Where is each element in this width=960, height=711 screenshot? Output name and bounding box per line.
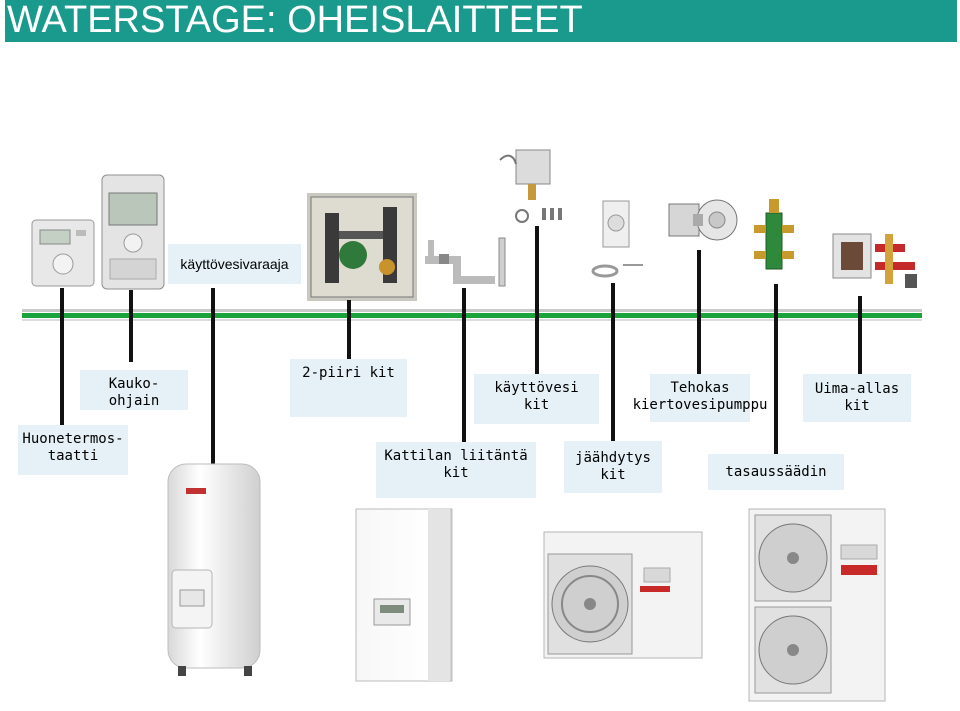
room-thermostat-icon	[31, 219, 95, 287]
hot-water-valve-kit-icon	[499, 149, 562, 223]
remote-controller-icon	[101, 174, 165, 290]
bus-line	[22, 313, 922, 318]
label-2-piiri-kit: 2-piiri kit	[290, 359, 407, 417]
label-uima-allas-kit: Uima-allas kit	[803, 374, 911, 422]
bus-line-shadow	[22, 309, 922, 312]
water-heater-tank-icon	[167, 463, 261, 676]
connector-tasaussaadin	[774, 284, 778, 456]
connector-kayttovesi-kit	[535, 226, 539, 374]
outdoor-unit-icon	[543, 531, 703, 659]
outdoor-unit-icon	[748, 508, 886, 702]
label-tehokas-kiertovesipumppu: Tehokas kiertovesipumppu	[633, 374, 767, 422]
connector-uima-allas	[858, 296, 862, 374]
boiler-connection-kit-icon	[425, 237, 506, 287]
label-kayttovesi-kit: käyttövesi kit	[474, 374, 599, 424]
connector-huonetermostaatti	[60, 288, 64, 430]
title-bar: WATERSTAGE: OHEISLAITTEET	[5, 0, 957, 42]
label-huonetermostaatti: Huonetermos- taatti	[18, 425, 128, 475]
two-circuit-kit-icon	[307, 193, 417, 301]
cooling-kit-icon	[591, 200, 643, 278]
page-title: WATERSTAGE: OHEISLAITTEET	[7, 0, 583, 41]
pool-kit-icon	[832, 233, 917, 288]
label-kauko-ohjain: Kauko-ohjain	[80, 370, 188, 410]
connector-tehokas	[697, 250, 701, 374]
bus-line-shadow-lower	[22, 319, 922, 321]
connector-jaahdytys	[611, 283, 615, 441]
connector-kattilan-liitanta	[462, 288, 466, 442]
connector-kayttovesivaraaja	[211, 288, 215, 464]
label-kayttovesivaraaja: käyttövesivaraaja	[168, 244, 301, 284]
connector-kauko-ohjain	[129, 290, 133, 362]
balancing-valve-icon	[754, 199, 794, 270]
circulation-pump-icon	[668, 199, 738, 241]
indoor-hydrobox-icon	[355, 508, 453, 682]
label-tasaussaadin: tasaussäädin	[708, 454, 844, 490]
label-jaahdytys-kit: jäähdytys kit	[564, 441, 662, 493]
label-kattilan-liitanta-kit: Kattilan liitäntä kit	[376, 442, 536, 498]
connector-2-piiri	[347, 300, 351, 362]
